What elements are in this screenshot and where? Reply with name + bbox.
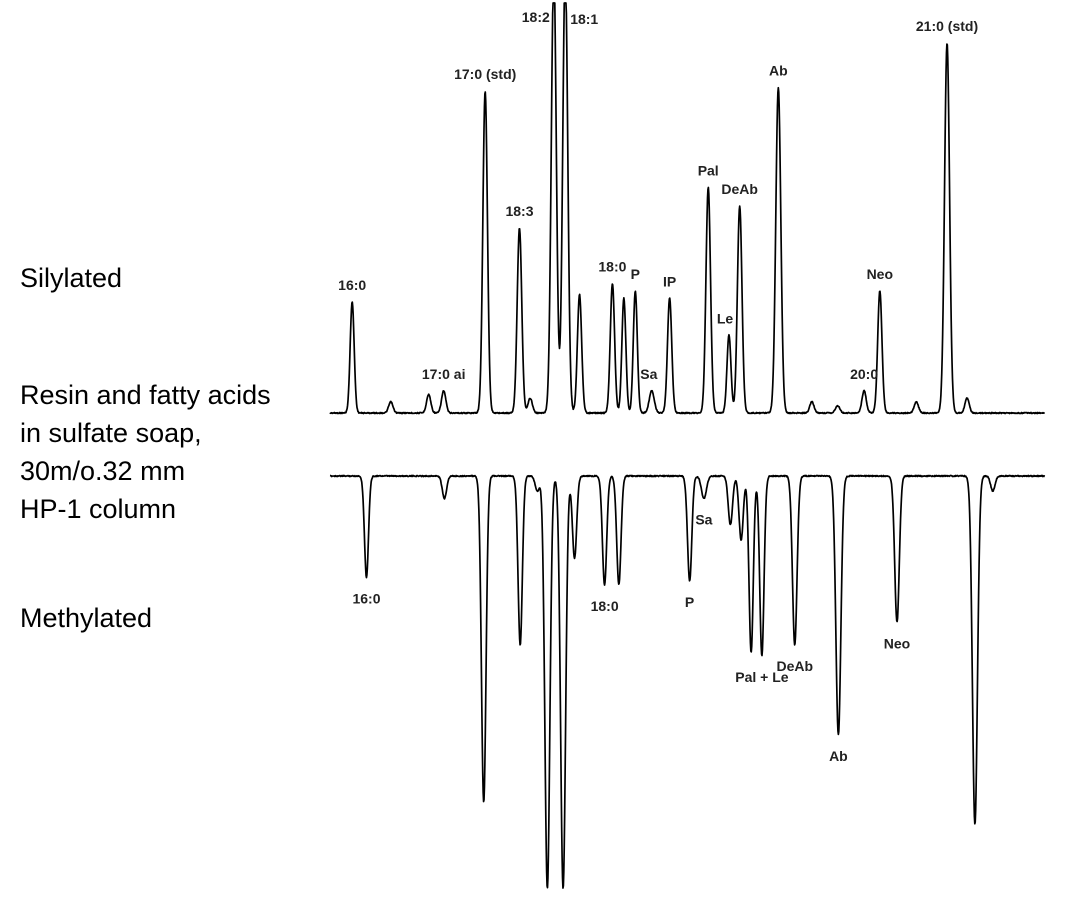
silylated-peak-label: 17:0 (std) xyxy=(454,66,516,82)
silylated-peak-label: IP xyxy=(663,273,676,289)
column-description: Resin and fatty acids in sulfate soap, 3… xyxy=(20,376,271,528)
description-line-3: 30m/o.32 mm xyxy=(20,456,186,486)
methylated-peak-label: Neo xyxy=(884,635,910,651)
silylated-peak-label: Pal xyxy=(698,162,719,178)
silylated-peak-label: Le xyxy=(717,310,734,326)
methylated-peak-label: P xyxy=(685,594,694,610)
silylated-peak-label: 16:0 xyxy=(338,277,366,293)
methylated-peak-label: Pal + Le xyxy=(735,669,789,685)
methylated-label: Methylated xyxy=(20,603,153,633)
silylated-peak-label: Ab xyxy=(769,62,788,78)
silylated-peak-label: Neo xyxy=(867,266,893,282)
silylated-peak-label: 18:2 xyxy=(522,9,550,25)
silylated-trace xyxy=(329,2,1046,415)
methylated-trace xyxy=(329,474,1046,889)
silylated-peak-label: DeAb xyxy=(721,181,758,197)
silylated-peak-label: P xyxy=(631,266,640,282)
methylated-peak-label: Sa xyxy=(695,512,712,528)
silylated-peak-label: 21:0 (std) xyxy=(916,18,978,34)
methylated-peak-label: 18:0 xyxy=(591,598,619,614)
silylated-peak-label: Sa xyxy=(640,366,657,382)
methylated-peak-label: Ab xyxy=(829,748,848,764)
silylated-peak-label: 18:0 xyxy=(598,259,626,275)
silylated-peak-label: 20:0 xyxy=(850,366,878,382)
description-line-1: Resin and fatty acids xyxy=(20,380,271,410)
silylated-peak-label: 18:1 xyxy=(570,11,598,27)
description-line-2: in sulfate soap, xyxy=(20,418,202,448)
silylated-label: Silylated xyxy=(20,263,123,293)
silylated-peak-label: 17:0 ai xyxy=(422,366,466,382)
methylated-peak-label: 16:0 xyxy=(352,590,380,606)
silylated-peak-label: 18:3 xyxy=(505,203,533,219)
methylated-peak-label: DeAb xyxy=(777,658,814,674)
description-line-4: HP-1 column xyxy=(20,494,177,524)
